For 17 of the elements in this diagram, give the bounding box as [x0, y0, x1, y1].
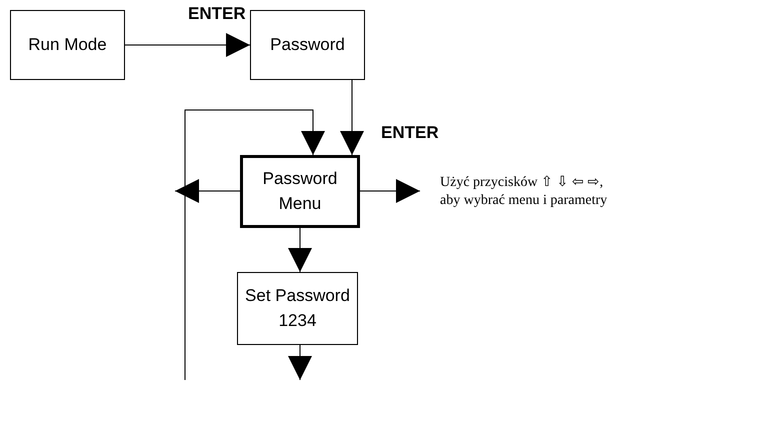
process-box [10, 10, 125, 80]
box-text: Password Menu [262, 168, 338, 214]
arrow [124, 33, 250, 57]
process-box [237, 272, 358, 345]
arrow [340, 80, 364, 156]
arrow [360, 179, 420, 203]
arrow [184, 110, 325, 380]
box-text: Password [270, 34, 345, 56]
box-text: 1234 [278, 310, 316, 332]
box-text: Set Password [245, 284, 350, 307]
note-text: Użyć przycisków ⇧ ⇩ ⇦ ⇨, aby wybrać menu i parametry [440, 174, 608, 210]
arrow [288, 344, 312, 380]
process-box [240, 155, 360, 228]
box-text: Run Mode [28, 34, 107, 56]
process-box [250, 10, 365, 80]
arrow [174, 179, 240, 203]
arrow [288, 228, 312, 272]
